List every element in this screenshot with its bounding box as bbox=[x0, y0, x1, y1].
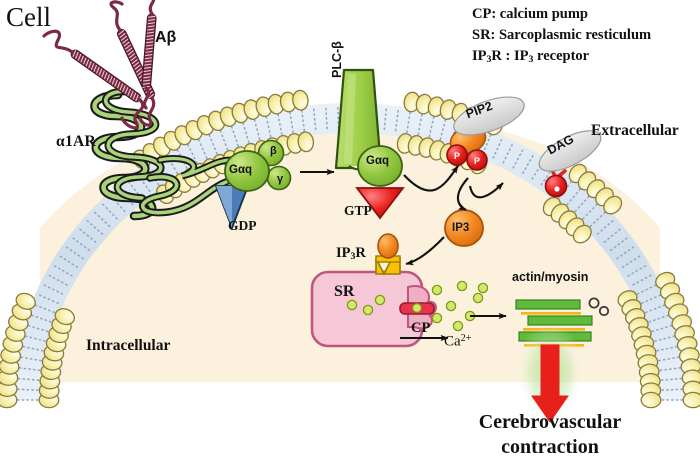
pip2-label-ellipse bbox=[453, 96, 525, 136]
g-beta-label: β bbox=[270, 145, 277, 157]
ip3r-subscript: 3 bbox=[350, 251, 356, 263]
pip2-phosphate-2 bbox=[466, 149, 488, 171]
legend-item-ip3r: IP3R : IP3 receptor bbox=[472, 48, 590, 66]
pip2-phosphate-1 bbox=[446, 144, 468, 166]
arrow-pip2-to-dag bbox=[468, 182, 504, 199]
contraction-output-arrow bbox=[516, 324, 584, 423]
alpha1ar-label: α1AR bbox=[56, 133, 96, 150]
arrow-pip2-to-ip3 bbox=[456, 177, 469, 211]
intracellular-label: Intracellular bbox=[86, 337, 171, 354]
arrow-ip3-to-receptor bbox=[405, 236, 445, 266]
g-alpha-q-activated-label: Gαq bbox=[366, 155, 390, 167]
g-alpha-q-activated bbox=[357, 145, 403, 187]
ip3r-label: IP3R bbox=[336, 245, 366, 263]
extracellular-label: Extracellular bbox=[591, 122, 679, 139]
outcome-line-1: Cerebrovascular bbox=[478, 411, 622, 433]
g-protein-heterotrimer bbox=[214, 139, 292, 231]
dag-complex bbox=[538, 130, 602, 198]
legend-item-sr: SR: Sarcoplasmic resticulum bbox=[472, 27, 652, 43]
abeta-label: Aβ bbox=[155, 29, 177, 46]
svg-text:P: P bbox=[454, 151, 460, 161]
legend-block: CP: calcium pump SR: Sarcoplasmic restic… bbox=[472, 4, 651, 70]
alpha1-adrenergic-receptor bbox=[90, 87, 236, 221]
arrow-plc-to-pip2 bbox=[403, 165, 459, 192]
signaling-arrows bbox=[300, 165, 507, 342]
ip3-label: IP3 bbox=[452, 222, 470, 234]
gtp-label: GTP bbox=[344, 203, 372, 218]
dag-label-ellipse bbox=[538, 130, 602, 172]
g-gamma-label: γ bbox=[277, 173, 284, 185]
gtp-triangle bbox=[355, 187, 405, 220]
outcome-label: Cerebrovascular contraction bbox=[430, 410, 670, 460]
svg-text:P: P bbox=[474, 156, 480, 166]
legend-item-cp: CP: calcium pump bbox=[472, 6, 588, 22]
outcome-line-2: contraction bbox=[501, 436, 599, 458]
calcium-label: Ca2+ bbox=[444, 333, 472, 350]
plc-beta-label: PLC-β bbox=[330, 41, 344, 78]
g-alpha-q-label: Gαq bbox=[229, 164, 253, 176]
pip2-complex: P P bbox=[446, 96, 525, 171]
legend-ip3r-subscript: 3 bbox=[486, 54, 492, 66]
calcium-pump bbox=[399, 285, 437, 330]
cp-label: CP bbox=[411, 320, 431, 336]
gdp-label: GDP bbox=[228, 218, 257, 233]
amyloid-beta-peptides bbox=[42, 0, 157, 130]
ip3-receptor bbox=[375, 233, 401, 276]
g-alpha-q-subunit bbox=[224, 150, 270, 192]
actin-myosin-label: actin/myosin bbox=[512, 270, 589, 284]
page-title: Cell bbox=[6, 2, 51, 32]
sr-label: SR bbox=[334, 283, 355, 300]
calcium-charge: 2+ bbox=[460, 333, 472, 344]
legend-ip3-subscript-2: 3 bbox=[528, 54, 534, 66]
